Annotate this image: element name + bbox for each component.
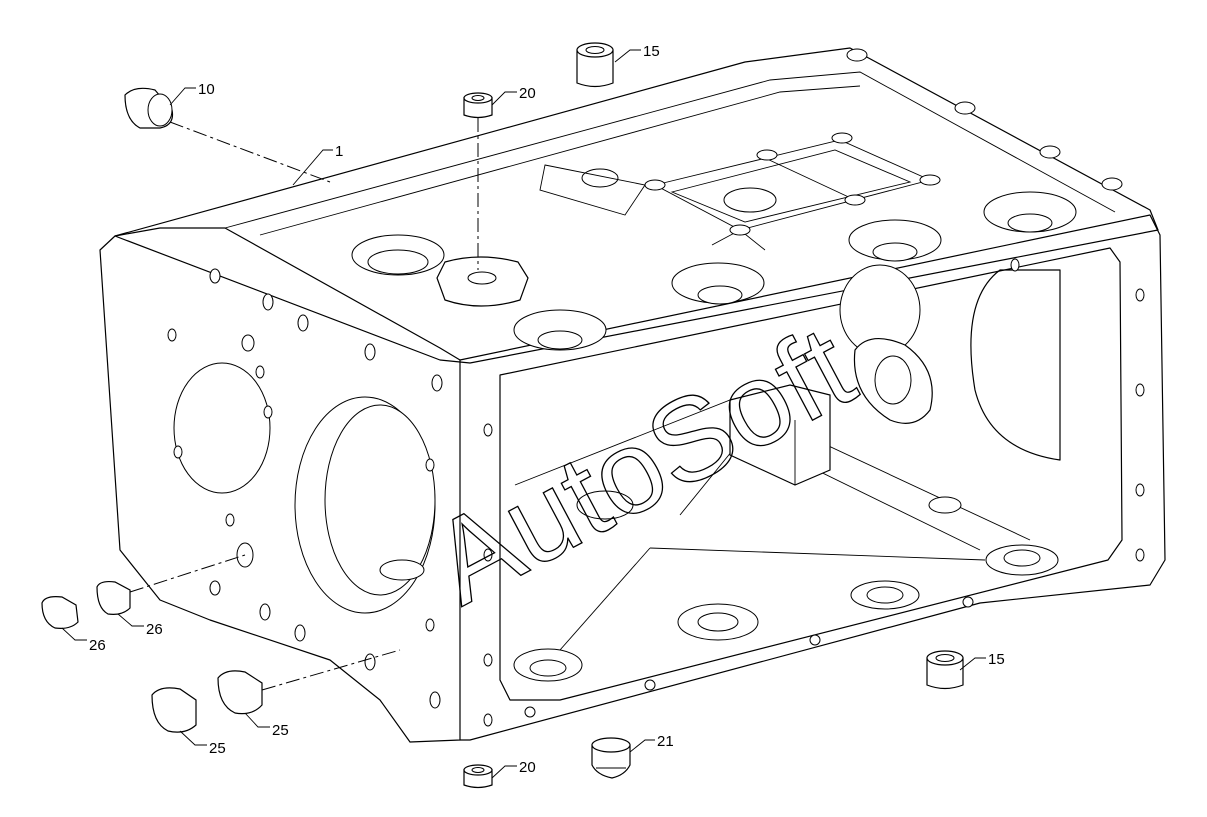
gearbox-housing [99,47,1166,743]
rim-bolt-holes [846,48,1123,191]
loose-parts [41,42,964,789]
part-26-cap-right [96,580,131,615]
callout-labels: 1 10 15 20 15 21 20 26 26 25 25 [89,43,1005,776]
front-rim-holes [483,258,1145,727]
part-25-cap-left [151,687,197,733]
callout-15-right-label: 15 [988,651,1005,668]
callout-20-bottom-label: 20 [519,759,536,776]
part-26-cap-left [41,596,79,629]
callout-26-right-label: 26 [146,621,163,638]
part-15-right-plug [926,650,964,690]
callout-10-label: 10 [198,81,215,98]
callout-1-label: 1 [335,143,343,160]
callout-21-label: 21 [657,733,674,750]
callout-15-top-label: 15 [643,43,660,60]
callout-25-left-label: 25 [209,740,226,757]
left-face-holes [167,268,443,709]
callout-leaders [61,49,986,779]
assembly-lines [129,118,479,691]
callout-26-left-label: 26 [89,637,106,654]
part-25-cap-right [217,670,263,715]
bottom-bosses [379,490,1059,682]
part-20-bottom-screw [463,764,493,789]
part-15-top-plug [576,42,614,88]
part-10-sleeve [124,87,174,129]
callout-25-right-label: 25 [272,722,289,739]
part-21-plug [591,737,631,779]
top-bosses [351,168,1077,351]
part-20-top-screw [463,92,493,119]
top-lattice [539,132,941,251]
callout-20-top-label: 20 [519,85,536,102]
